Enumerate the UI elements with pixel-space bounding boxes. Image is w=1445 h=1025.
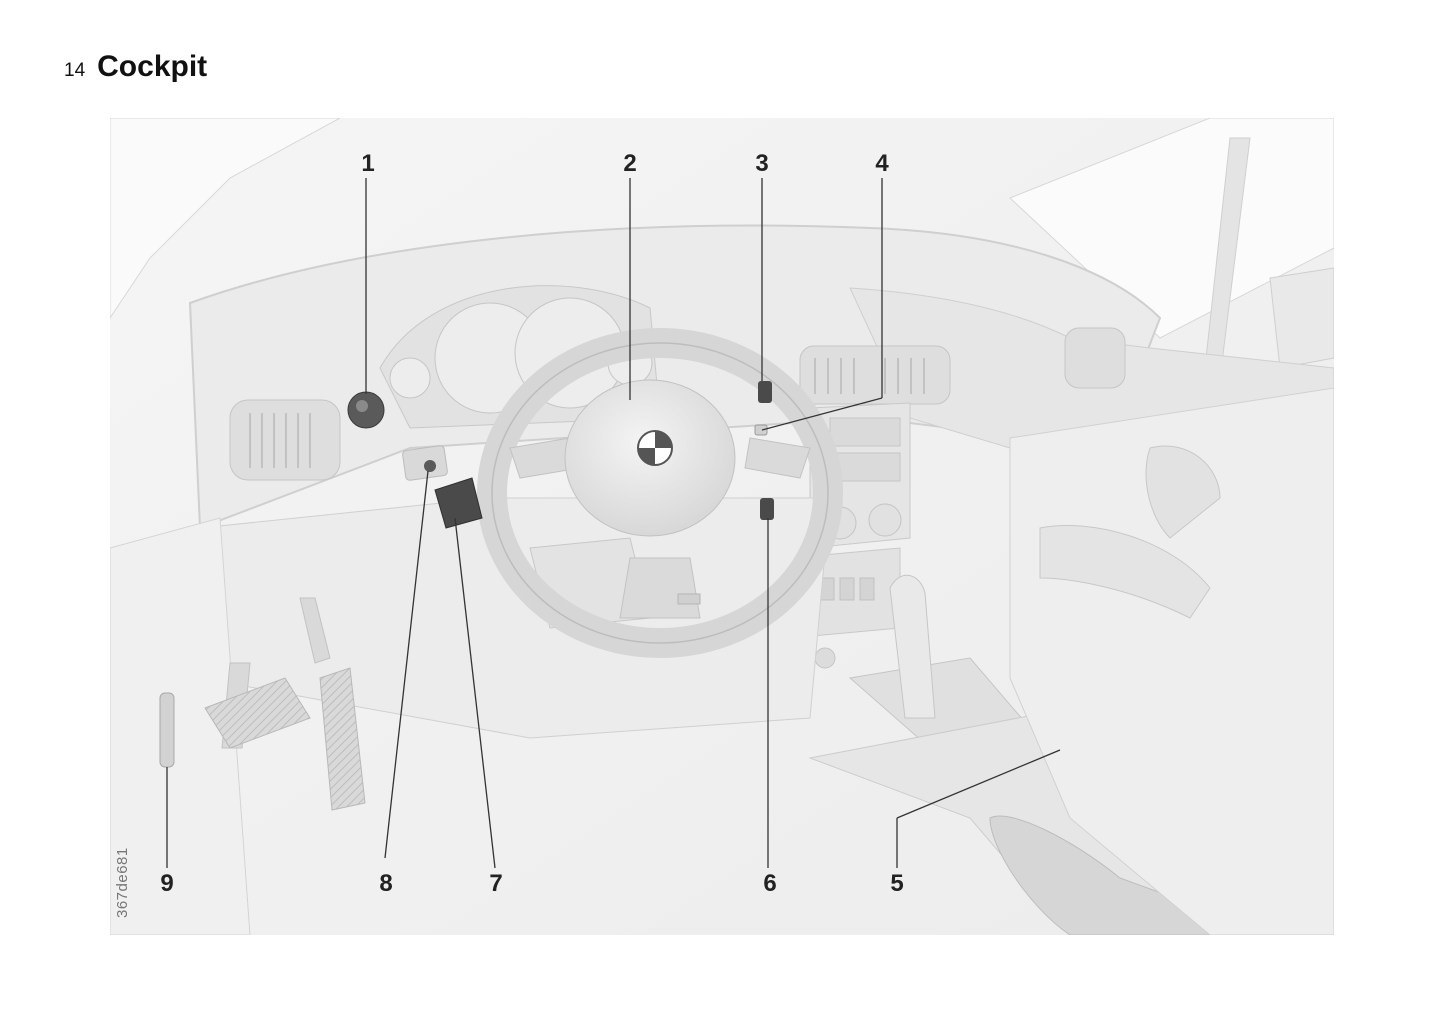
right-door <box>1009 387 1334 935</box>
dimmer-knob <box>424 460 436 472</box>
figure-id: 367de681 <box>114 847 131 918</box>
callout-7: 7 <box>489 870 503 897</box>
steering-button-lower <box>760 498 774 520</box>
cockpit-drawing <box>110 118 1334 935</box>
callout-3: 3 <box>755 150 769 177</box>
steering-button-middle <box>754 424 768 436</box>
left-footwell-wall <box>110 517 251 935</box>
callout-6: 6 <box>763 870 777 897</box>
gear-lever <box>889 575 936 719</box>
callout-2: 2 <box>623 150 637 177</box>
callout-4: 4 <box>875 150 889 177</box>
side-mirror <box>1269 267 1334 369</box>
callout-8: 8 <box>379 870 393 897</box>
callout-9: 9 <box>160 870 174 897</box>
steering-button-upper <box>758 381 772 403</box>
bonnet-release <box>159 692 175 768</box>
callout-leaders <box>166 178 1061 869</box>
a-pillar-left <box>110 118 341 319</box>
page-number: 14 <box>64 60 86 81</box>
page-header: 14 Cockpit <box>64 50 207 84</box>
turn-signal-stalk <box>434 477 483 529</box>
center-vents <box>799 345 951 405</box>
brake-pedal <box>204 677 311 749</box>
accelerator-pedal <box>319 667 366 811</box>
cockpit-illustration: 1 2 3 4 5 6 7 8 9 <box>110 118 1334 935</box>
callout-1: 1 <box>361 150 375 177</box>
climate-knob-right <box>868 503 902 537</box>
page-title: Cockpit <box>97 50 208 83</box>
right-vent <box>1064 327 1126 389</box>
callout-5: 5 <box>890 870 904 897</box>
